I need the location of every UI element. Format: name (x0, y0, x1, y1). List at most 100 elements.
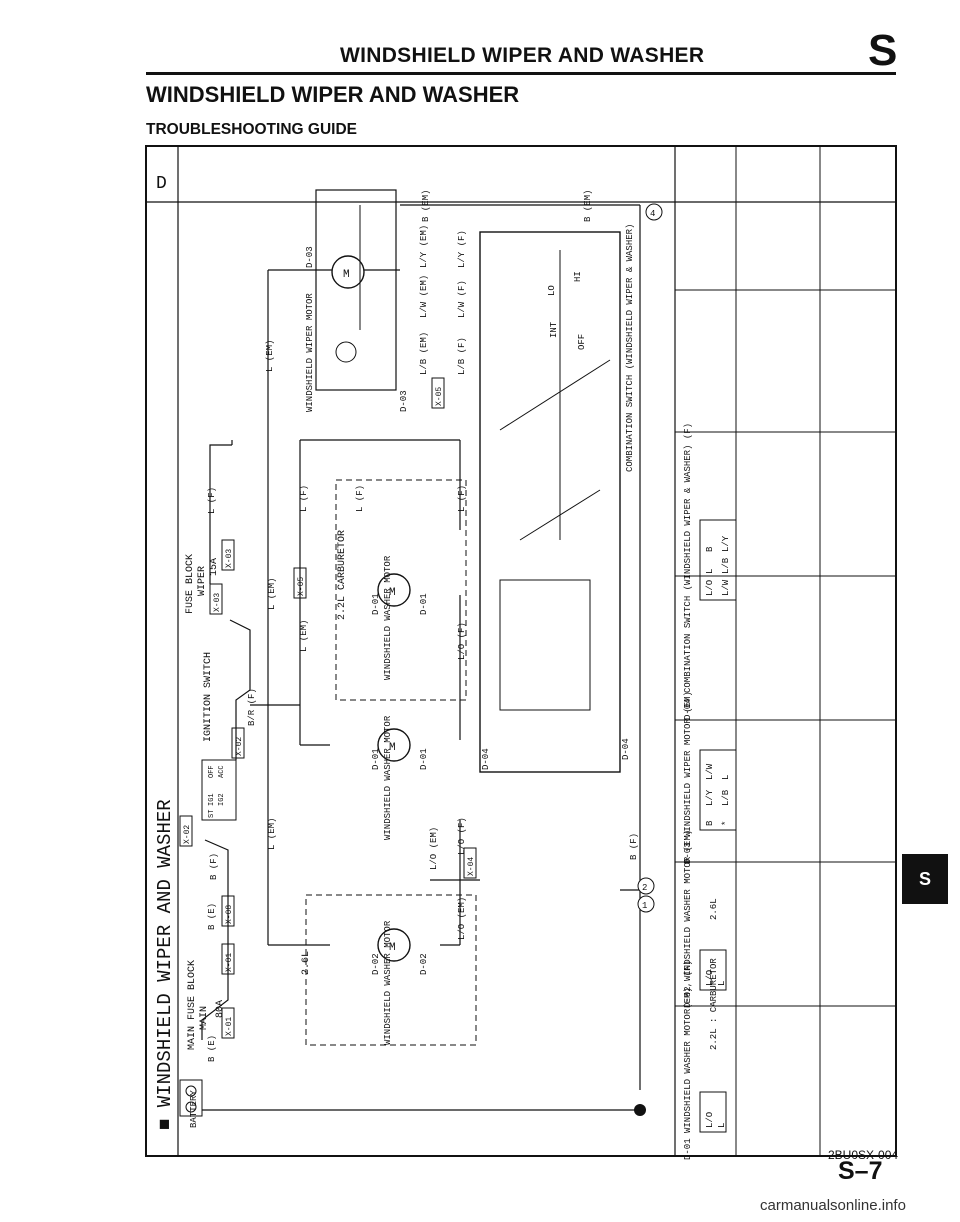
page-subtitle: TROUBLESHOOTING GUIDE (146, 121, 357, 138)
wire-l-y-f: L/Y (F) (457, 230, 467, 268)
d04-pin-1: L/O (705, 580, 715, 596)
switch-pos-int: INT (549, 321, 559, 338)
washer-motor-label-2: WINDSHIELD WASHER MOTOR (383, 715, 393, 840)
connector-x05-a: X-05 (297, 577, 306, 596)
ground-4-a: 4 (650, 209, 655, 219)
d04-pin-5: L/B (721, 557, 731, 574)
fuse-block-label: FUSE BLOCK (185, 554, 196, 614)
wire-b-em-1: B (EM) (583, 190, 593, 222)
wire-b-e-1: B (E) (207, 1035, 217, 1062)
running-header-title: WINDSHIELD WIPER AND WASHER (340, 44, 705, 67)
wire-l-em-3: L (EM) (299, 620, 309, 652)
ground-symbol (634, 1104, 646, 1116)
component-d01-c: D-01 (371, 748, 381, 770)
component-d04-b: D-04 (621, 738, 631, 760)
ign-pos-ig2: IG2 (218, 793, 226, 806)
d04-pin-2: L (705, 569, 715, 574)
ignition-switch-label: IGNITION SWITCH (203, 652, 214, 742)
wire-l-f-1: L (F) (207, 487, 217, 514)
d01-pin-1: L/O (705, 1112, 715, 1128)
connector-x03-a: X-03 (213, 593, 222, 612)
d02-pin-2: L (717, 981, 727, 986)
wire-l-em-top: L (EM) (265, 340, 275, 372)
fuse-block: FUSE BLOCK WIPER 15A X-03 X-03 L (F) (185, 487, 235, 615)
ground-points: 4 2 1 (637, 203, 663, 913)
component-d01-d: D-01 (419, 748, 429, 770)
washer-motor-d01-upper: M 2.2L CARBURETOR D-01 D-01 WINDSHIELD W… (337, 530, 429, 680)
main-fuse-block-label: MAIN FUSE BLOCK (187, 960, 198, 1050)
wire-l-f-3: L (F) (355, 485, 365, 512)
wire-l-y-em: L/Y (EM) (419, 225, 429, 268)
wire-l-o-f-1: L/O (F) (457, 622, 467, 660)
wiper-fuse-label: WIPER (197, 566, 208, 596)
wire-l-w-f: L/W (F) (457, 280, 467, 318)
combination-switch-d04: COMBINATION SWITCH (WINDSHIELD WIPER & W… (479, 224, 635, 773)
d03-pin-5: L/B (721, 789, 731, 806)
d01-pin-2: L (717, 1123, 727, 1128)
washer-motor-note: 2.2L CARBURETOR (337, 530, 348, 620)
wire-b-em-2: B (EM) (421, 190, 431, 222)
switch-pos-off: OFF (577, 334, 587, 350)
d03-pin-2: L/Y (705, 789, 715, 806)
d01-title: D-01 WINDSHIELD WASHER MOTOR(EM), (F) (683, 960, 693, 1160)
wiper-fuse-amp: 15A (209, 558, 220, 576)
page-title: WINDSHIELD WIPER AND WASHER (146, 82, 520, 107)
combo-switch-label: COMBINATION SWITCH (WINDSHIELD WIPER & W… (625, 224, 635, 472)
component-d01-b: D-01 (419, 593, 429, 615)
motor-symbol-3: M (389, 942, 396, 954)
wire-l-b-em: L/B (EM) (419, 332, 429, 375)
d03-pin-4: * (721, 821, 731, 826)
section-tab[interactable]: S (902, 854, 948, 904)
d04-title: D-04 COMBINATION SWITCH (WINDSHIELD WIPE… (683, 423, 693, 720)
connector-x05-b: X-05 (435, 387, 444, 406)
ign-pos-st: ST (208, 810, 216, 818)
component-d01-a: D-01 (371, 593, 381, 615)
header-rule (146, 72, 896, 75)
wire-b-f-2: B (F) (629, 833, 639, 860)
section-letter: S (868, 26, 898, 75)
main-fuse-amp: 80A (215, 1000, 226, 1018)
washer-motor-label-1: WINDSHIELD WASHER MOTOR (383, 555, 393, 680)
d02-note: 2.6L (709, 898, 719, 920)
connector-x02-a: X-02 (183, 825, 192, 844)
d02-title: D-02 WINDSHIELD WASHER MOTOR (EM) (683, 830, 693, 1008)
figure-code: 2BU0SX-004 (828, 1148, 899, 1162)
washer-motor-d02: M 2.6L D-02 D-02 WINDSHIELD WASHER MOTOR (301, 920, 429, 1045)
connector-table-grid (675, 146, 896, 1156)
connector-x08: X-08 (225, 905, 234, 924)
ign-pos-acc: ACC (218, 765, 226, 778)
ignition-switch: IGNITION SWITCH OFF ACC IG1 IG2 ST X-02 … (179, 652, 257, 847)
component-d03-b: D-03 (399, 390, 409, 412)
d03-pin-6: L (721, 775, 731, 780)
wire-l-o-em-2: L/O (EM) (457, 897, 467, 940)
connector-x03-b: X-03 (225, 549, 234, 568)
wire-l-b-f: L/B (F) (457, 337, 467, 375)
connector-x01-b: X-01 (225, 953, 234, 972)
wire-l-f-4: L (F) (457, 485, 467, 512)
ign-pos-off: OFF (208, 765, 216, 778)
switch-pos-lo: LO (547, 285, 557, 296)
wiper-motor-d03: M WINDSHIELD WIPER MOTOR D-03 D-03 L/Y (… (305, 189, 467, 412)
connector-table: D-01 WINDSHIELD WASHER MOTOR(EM), (F) 2.… (683, 423, 737, 1160)
wire-l-f-2: L (F) (299, 485, 309, 512)
wire-l-w-em: L/W (EM) (419, 275, 429, 318)
battery-label: BATTERY (189, 1090, 199, 1128)
ground-2: 2 (642, 883, 647, 893)
diagram-frame (145, 145, 897, 1157)
ground-1: 1 (642, 901, 647, 911)
component-d03-a: D-03 (305, 246, 315, 268)
wire-l-o-em-1: L/O (EM) (429, 827, 439, 870)
d04-pin-4: L/W (721, 579, 731, 596)
vertical-title: ■ WINDSHIELD WIPER AND WASHER (154, 799, 176, 1130)
wire-l-em-1: L (EM) (267, 578, 277, 610)
d04-pin-6: L/Y (721, 535, 731, 552)
washer-motor-d01-middle: M D-01 D-01 WINDSHIELD WASHER MOTOR (371, 715, 429, 840)
connector-x02-b: X-02 (235, 737, 244, 756)
ign-pos-ig1: IG1 (208, 793, 216, 806)
wiper-motor-label: WINDSHIELD WIPER MOTOR (305, 293, 315, 412)
wire-l-em-2: L (EM) (267, 818, 277, 850)
d03-pin-3: L/W (705, 763, 715, 780)
main-fuse-block: MAIN FUSE BLOCK MAIN 80A B (E) B (E) X-0… (187, 853, 235, 1062)
component-d02-b: D-02 (419, 953, 429, 975)
